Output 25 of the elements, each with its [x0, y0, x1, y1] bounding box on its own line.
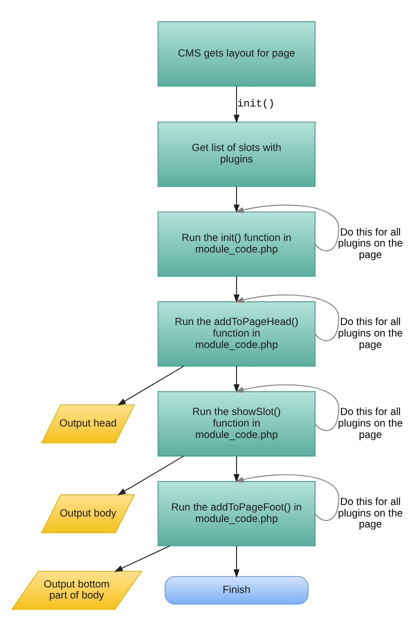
edge-label: init() — [237, 98, 275, 110]
node-box: Run the addToPageHead() function in module_code.php — [158, 300, 316, 366]
node-box: CMS gets layout for page — [158, 20, 316, 86]
arrow — [234, 365, 240, 392]
arrow — [235, 294, 340, 341]
edge-label: Do this for all plugins on the page — [338, 316, 403, 350]
edge-label: Do this for all plugins on the page — [338, 496, 403, 530]
arrow — [235, 474, 340, 520]
node-box: Finish — [164, 576, 308, 604]
arrow — [235, 384, 340, 431]
arrow — [114, 544, 170, 572]
arrow — [234, 185, 240, 213]
arrow — [234, 455, 240, 482]
edge-label: Do this for all plugins on the page — [338, 406, 403, 440]
node-box: Get list of slots with plugins — [158, 121, 316, 186]
arrow — [234, 275, 240, 302]
node-box: Run the showSlot() function in module_code.php — [158, 390, 316, 456]
arrow — [117, 365, 184, 405]
arrow — [235, 204, 340, 251]
arrow — [234, 544, 240, 578]
node-box: Run the addToPageFoot() in module_code.php — [158, 480, 316, 546]
edge-label: Do this for all plugins on the page — [338, 226, 403, 261]
node-box: Run the init() function in module_code.php — [158, 210, 316, 276]
arrow — [117, 455, 184, 495]
arrow — [234, 85, 240, 123]
